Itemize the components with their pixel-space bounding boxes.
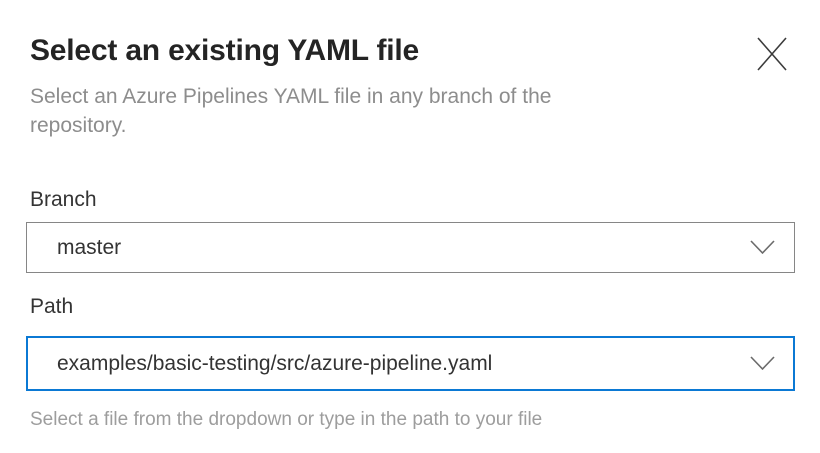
chevron-down-icon	[750, 240, 775, 255]
branch-dropdown-value: master	[57, 235, 122, 259]
branch-dropdown[interactable]: master	[26, 222, 795, 273]
dialog-subtitle: Select an Azure Pipelines YAML file in a…	[30, 85, 552, 137]
branch-label: Branch	[30, 188, 97, 211]
dialog-header: Select an existing YAML file	[26, 30, 795, 72]
path-label: Path	[30, 295, 74, 318]
path-helper-text: Select a file from the dropdown or type …	[30, 409, 543, 430]
page-title: Select an existing YAML file	[30, 34, 419, 67]
chevron-down-icon	[750, 356, 775, 371]
close-icon	[755, 36, 789, 72]
close-button[interactable]	[755, 36, 789, 72]
path-combobox[interactable]: examples/basic-testing/src/azure-pipelin…	[26, 336, 795, 391]
path-combobox-value: examples/basic-testing/src/azure-pipelin…	[57, 351, 493, 375]
